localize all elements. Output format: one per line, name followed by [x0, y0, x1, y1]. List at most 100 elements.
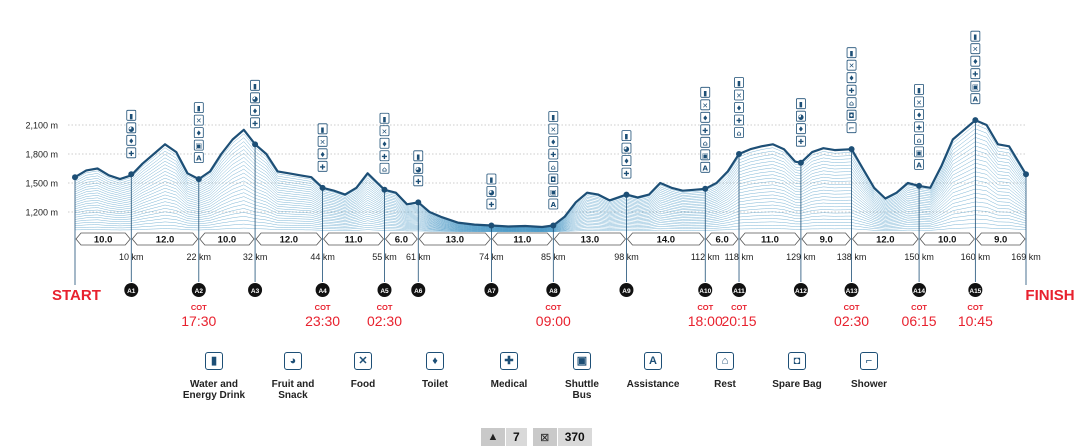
bus-icon: ▣ [972, 83, 979, 91]
shower-icon: ⌐ [849, 125, 855, 133]
cup-icon: ▮ [917, 86, 921, 94]
legend-label: Shuttle Bus [565, 379, 599, 401]
station-marker-label: A7 [487, 288, 496, 295]
legend-item-fruit: ◕Fruit and Snack [253, 352, 333, 401]
station-marker-label: A11 [733, 288, 745, 295]
service-box [250, 117, 260, 129]
segment-distance: 6.0 [716, 235, 729, 246]
station-marker-label: A10 [699, 288, 711, 295]
bus-icon: ▣ [195, 142, 202, 150]
cup-icon: ▮ [205, 352, 223, 370]
service-box [379, 137, 390, 149]
cutoff-label: COT [545, 303, 561, 312]
cutoff-label: COT [315, 303, 331, 312]
service-box [621, 142, 632, 154]
service-box [846, 84, 857, 96]
legend-item-medical: ✚Medical [469, 352, 549, 390]
station-dot [252, 141, 259, 148]
station-dot [916, 182, 923, 189]
station-marker [968, 283, 983, 297]
cup-icon: ▮ [321, 126, 325, 134]
toilet-icon: ♦ [623, 158, 629, 166]
cutoff-time: 17:30 [181, 313, 216, 329]
segment-box [919, 232, 975, 246]
cup-icon: ▮ [489, 176, 493, 184]
assistance-icon: A [703, 164, 709, 172]
bus-icon: ▣ [573, 352, 591, 370]
service-box [700, 111, 711, 123]
toilet-icon: ♦ [128, 137, 134, 145]
y-tick-label: 2,100 m [25, 121, 58, 131]
bed-icon: ⌂ [382, 165, 387, 173]
mountain-icon: ▲ [481, 428, 505, 446]
cutoff-time: 02:30 [367, 313, 402, 329]
legend-label: Assistance [626, 379, 680, 390]
toilet-icon: ♦ [550, 139, 556, 147]
service-box [250, 104, 260, 116]
service-box [250, 79, 260, 91]
cutoff-label: COT [697, 303, 713, 312]
service-box [846, 72, 857, 84]
cutoff-time: 10:45 [958, 313, 993, 329]
service-box [317, 123, 328, 135]
service-box [914, 84, 924, 95]
y-tick-label: 1,200 m [25, 208, 58, 218]
segment-distance: 12.0 [876, 235, 895, 246]
legend-label: Food [350, 379, 376, 390]
station-dot [550, 222, 557, 229]
service-box [413, 175, 424, 187]
station-marker [124, 283, 139, 297]
service-box [970, 43, 981, 55]
cutoff-label: COT [731, 303, 747, 312]
toilet-icon: ♦ [426, 352, 444, 370]
service-box [914, 158, 924, 170]
fruit-icon: ◕ [415, 165, 421, 173]
legend-label: Rest [714, 379, 736, 390]
service-box [193, 152, 204, 164]
service-box [126, 134, 137, 146]
cutlery-icon: ✕ [550, 126, 556, 134]
cutlery-icon: ✕ [354, 352, 372, 370]
elevation-profile-chart: 1,200 m1,500 m1,800 m2,100 m ▮◕♦✚▮✕♦▣A▮◕… [25, 30, 1075, 329]
cup-icon: ▮ [416, 153, 420, 161]
service-box [379, 162, 390, 174]
stats-bar: ▲7⊠370 [481, 428, 592, 446]
segment-box [75, 232, 131, 246]
service-box [970, 80, 981, 92]
station-dot [128, 171, 135, 178]
service-box [970, 68, 981, 80]
km-label: 112 km [691, 252, 720, 262]
cutoff-label: COT [967, 303, 983, 312]
hatch-strand [74, 197, 1027, 231]
ambulance-icon: ✚ [488, 201, 494, 209]
cutlery-icon: ✕ [849, 62, 855, 70]
ambulance-icon: ✚ [415, 178, 421, 186]
service-box [193, 139, 204, 151]
segment-distance: 9.0 [994, 235, 1007, 246]
toilet-icon: ♦ [196, 130, 202, 138]
ambulance-icon: ✚ [702, 127, 708, 135]
hatch-strand [74, 227, 1027, 233]
toilet-icon: ♦ [972, 58, 978, 66]
bed-icon: ⌂ [703, 139, 708, 147]
photo-icon: ⊠ [532, 428, 557, 446]
segment-distance: 9.0 [820, 235, 833, 246]
service-box [486, 186, 497, 197]
toilet-icon: ♦ [736, 105, 742, 113]
service-box [548, 111, 559, 122]
cup-icon: ▮ [737, 80, 741, 88]
station-dot [797, 159, 804, 166]
service-box [621, 167, 632, 179]
ambulance-icon: ✚ [916, 124, 922, 132]
service-legend: ▮Water and Energy Drink◕Fruit and Snack✕… [0, 352, 1080, 412]
segment-box [626, 232, 705, 246]
legend-label: Toilet [422, 379, 448, 390]
service-box [914, 109, 924, 120]
station-dot [736, 151, 743, 157]
service-box [621, 155, 632, 167]
station-marker-label: A15 [969, 288, 981, 295]
legend-label: Medical [490, 379, 528, 390]
station-dot [319, 184, 326, 191]
